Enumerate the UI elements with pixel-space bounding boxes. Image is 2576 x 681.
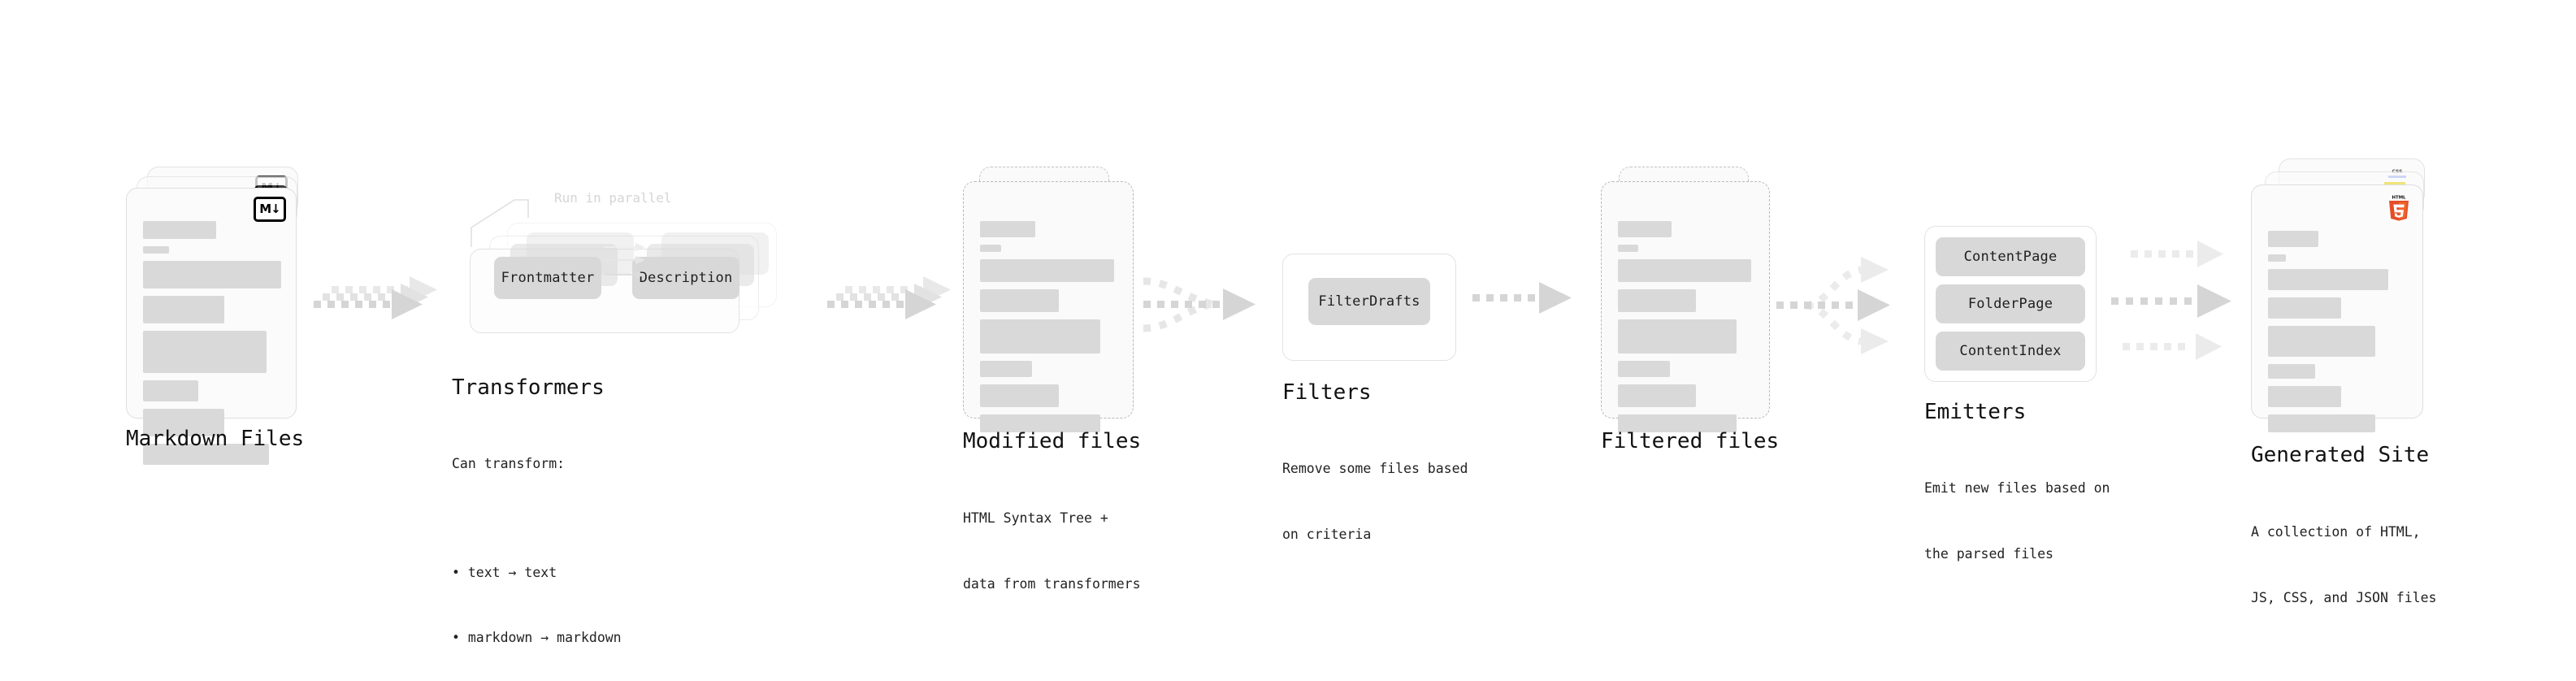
html5-badge-icon: HTML xyxy=(2387,193,2411,221)
stage-markdown-files: M↓ M↓ M↓ xyxy=(126,167,313,465)
markdown-card-skeleton xyxy=(143,221,281,472)
connector-md-to-transformers xyxy=(314,268,444,341)
transformers-sub-line: Can transform: xyxy=(452,456,566,472)
stage-title-filters: Filters xyxy=(1282,380,1372,405)
svg-text:HTML: HTML xyxy=(2392,196,2407,201)
skeleton-bar xyxy=(143,221,216,239)
connector-transformers-to-modified xyxy=(827,268,957,341)
markdown-card-front[interactable]: M↓ xyxy=(126,188,297,465)
modified-card-front[interactable] xyxy=(963,181,1134,432)
skeleton-bar xyxy=(980,259,1114,282)
filters-sub-line: Remove some files based xyxy=(1282,461,1468,477)
site-sub-line: JS, CSS, and JSON files xyxy=(2251,589,2437,605)
skeleton-bar xyxy=(143,261,281,288)
stage-subtitle-filters: Remove some files based on criteria xyxy=(1282,415,1468,589)
modified-sub-line: HTML Syntax Tree + xyxy=(963,510,1108,527)
filters-sub-line: on criteria xyxy=(1282,526,1372,542)
markdown-badge-icon: M↓ xyxy=(254,197,286,222)
markdown-card-stack[interactable]: M↓ M↓ M↓ xyxy=(126,167,313,465)
site-card-stack[interactable]: CSS HTML xyxy=(2251,158,2446,432)
parallel-dotted-arrows-icon xyxy=(2111,241,2231,360)
stage-title-transformers: Transformers xyxy=(452,375,605,400)
stacked-dotted-arrow-icon xyxy=(827,276,951,319)
transformers-bullet-list: text → text markdown → markdown html → h… xyxy=(452,519,622,681)
skeleton-bar xyxy=(143,444,269,465)
chip-contentpage[interactable]: ContentPage xyxy=(1936,237,2085,276)
filtered-card-skeleton xyxy=(1618,221,1753,440)
chip-contentindex[interactable]: ContentIndex xyxy=(1936,332,2085,371)
connector-filters-to-filtered xyxy=(1472,275,1594,340)
transformers-bullet-item: text → text xyxy=(452,562,622,584)
stacked-dotted-arrow-icon xyxy=(314,276,437,319)
skeleton-bar xyxy=(2268,297,2341,319)
stage-title-modified-files: Modified files xyxy=(963,429,1142,453)
filtered-card-front[interactable] xyxy=(1601,181,1770,432)
stage-title-emitters: Emitters xyxy=(1924,400,2027,424)
connector-filtered-to-emitters xyxy=(1776,237,1931,375)
emitters-sub-line: the parsed files xyxy=(1924,545,2053,562)
stage-filtered-files xyxy=(1601,167,1788,432)
site-card-skeleton xyxy=(2268,231,2406,440)
skeleton-bar xyxy=(1618,319,1737,354)
skeleton-bar xyxy=(1618,221,1672,237)
fanout-dotted-arrow-icon xyxy=(1776,257,1890,354)
skeleton-bar xyxy=(1618,259,1751,282)
site-sub-line: A collection of HTML, xyxy=(2251,524,2421,540)
stage-generated-site: CSS HTML xyxy=(2251,158,2446,432)
connector-emitters-to-site xyxy=(2111,229,2266,380)
stage-modified-files xyxy=(963,167,1150,432)
merge-dotted-arrow-icon xyxy=(1143,277,1255,332)
transformers-bullet-item: markdown → markdown xyxy=(452,627,622,649)
skeleton-bar xyxy=(2268,254,2286,262)
stage-subtitle-transformers: Can transform: text → text markdown → ma… xyxy=(452,410,622,681)
skeleton-bar xyxy=(980,384,1059,407)
skeleton-bar xyxy=(980,289,1059,312)
skeleton-bar xyxy=(980,414,1100,432)
run-in-parallel-leader-icon xyxy=(471,199,529,247)
modified-sub-line: data from transformers xyxy=(963,575,1141,592)
skeleton-bar xyxy=(980,221,1035,237)
modified-card-stack[interactable] xyxy=(963,167,1150,432)
stage-subtitle-emitters: Emit new files based on the parsed files xyxy=(1924,435,2110,609)
transformer-flow-arrows-icon xyxy=(605,243,645,279)
skeleton-bar xyxy=(1618,361,1670,377)
skeleton-bar xyxy=(2268,364,2315,379)
stage-title-generated-site: Generated Site xyxy=(2251,443,2430,467)
skeleton-bar xyxy=(1618,414,1737,432)
filtered-card-stack[interactable] xyxy=(1601,167,1788,432)
modified-card-skeleton xyxy=(980,221,1117,440)
skeleton-bar xyxy=(1618,384,1696,407)
skeleton-bar xyxy=(980,361,1032,377)
skeleton-bar xyxy=(143,409,224,436)
site-card-front[interactable]: HTML xyxy=(2251,184,2423,432)
skeleton-bar xyxy=(1618,289,1696,312)
emitters-sub-line: Emit new files based on xyxy=(1924,480,2110,497)
skeleton-bar xyxy=(143,296,224,323)
skeleton-bar xyxy=(2268,386,2341,407)
stage-subtitle-generated-site: A collection of HTML, JS, CSS, and JSON … xyxy=(2251,479,2436,653)
skeleton-bar xyxy=(2268,231,2318,247)
chip-description[interactable]: Description xyxy=(632,257,739,299)
stage-title-markdown-files: Markdown Files xyxy=(126,427,305,451)
connector-modified-to-filters xyxy=(1142,262,1288,351)
dotted-arrow-icon xyxy=(1472,282,1572,314)
skeleton-bar xyxy=(980,319,1100,354)
skeleton-bar xyxy=(2268,414,2375,432)
chip-frontmatter[interactable]: Frontmatter xyxy=(494,257,601,299)
skeleton-bar xyxy=(143,380,198,401)
skeleton-bar xyxy=(143,331,267,373)
skeleton-bar xyxy=(143,246,169,254)
stage-title-filtered-files: Filtered files xyxy=(1601,429,1780,453)
annotation-run-in-parallel: Run in parallel xyxy=(554,190,672,206)
skeleton-bar xyxy=(2268,326,2375,357)
chip-folderpage[interactable]: FolderPage xyxy=(1936,284,2085,323)
skeleton-bar xyxy=(980,245,1001,252)
skeleton-bar xyxy=(2268,269,2388,290)
chip-filterdrafts[interactable]: FilterDrafts xyxy=(1308,278,1430,325)
skeleton-bar xyxy=(1618,245,1638,252)
stage-subtitle-modified-files: HTML Syntax Tree + data from transformer… xyxy=(963,465,1141,639)
